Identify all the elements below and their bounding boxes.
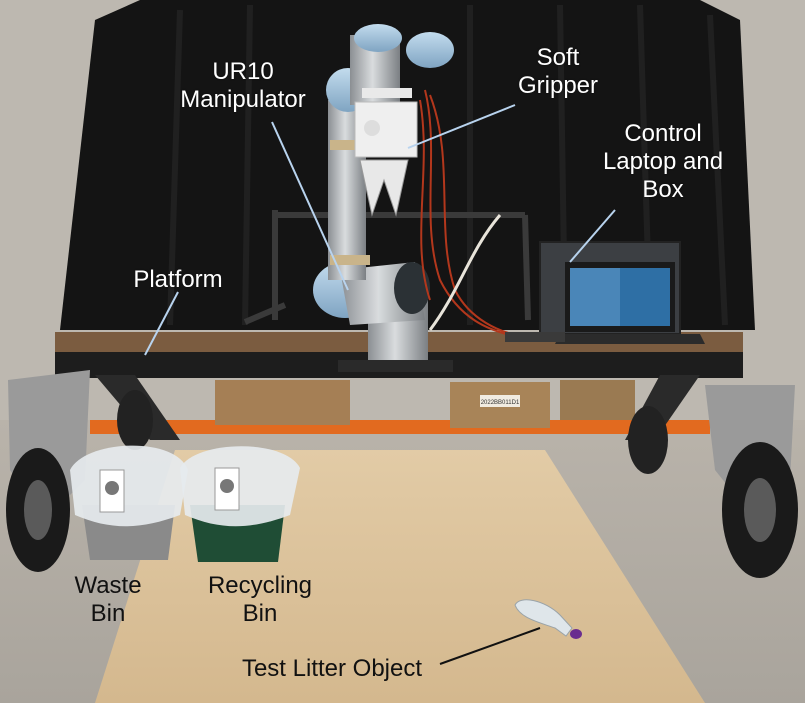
test-litter-bottle [514, 599, 582, 639]
recycling-bin-symbol [220, 479, 234, 493]
label-platform: Platform [133, 266, 223, 293]
platform-railing [243, 210, 531, 325]
connector-block [505, 332, 565, 342]
cardboard-box-back [560, 380, 635, 420]
arm-tape-band-lower [330, 255, 370, 265]
pointer-laptop [569, 209, 616, 263]
label-waste-bin: Waste Bin [74, 572, 142, 627]
recycling-bin [180, 446, 300, 562]
laptop-screen-window [570, 268, 620, 326]
waste-bin-bag [70, 445, 188, 527]
ur10-manipulator [313, 24, 454, 372]
gripper-spool [364, 120, 380, 136]
label-recycling-bin: Recycling Bin [207, 572, 313, 627]
arm-wrist-joint-2 [406, 32, 454, 68]
gripper-fingers [359, 159, 409, 217]
red-cables [419, 89, 521, 337]
pointer-litter [439, 627, 541, 665]
wheel-back-left [117, 390, 153, 450]
label-soft-gripper: Soft Gripper [517, 44, 599, 99]
wheel-hub-left [24, 480, 52, 540]
label-control-laptop: Control Laptop and Box [602, 120, 724, 203]
recycling-bin-bag [180, 446, 300, 527]
pointer-platform [144, 291, 179, 356]
box-barcode-label [480, 395, 520, 407]
bottle-body [514, 599, 573, 637]
pointer-manipulator [271, 121, 349, 291]
gripper-mount [362, 88, 412, 98]
box-label-text: 2022BB011D1 [481, 400, 520, 406]
white-cable [428, 214, 502, 331]
bottle-cap [570, 629, 582, 639]
waste-bin [70, 445, 188, 560]
cardboard-box-left [215, 380, 350, 425]
arm-tape-band-upper [330, 140, 370, 150]
arm-wrist-joint-1 [354, 24, 402, 52]
arm-base-plate [338, 360, 453, 372]
laptop-keyboard [555, 334, 705, 344]
label-manipulator: UR10 Manipulator [180, 58, 306, 113]
arm-shoulder-cap [394, 262, 430, 314]
waste-bin-symbol [105, 481, 119, 495]
wheel-hub-right [744, 478, 776, 542]
orange-frame-bar [90, 420, 710, 434]
soft-gripper [354, 101, 418, 217]
pointer-lines [144, 104, 616, 356]
pointer-gripper [407, 104, 516, 149]
label-test-litter-object: Test Litter Object [241, 655, 423, 682]
wheel-back-right [628, 406, 668, 474]
